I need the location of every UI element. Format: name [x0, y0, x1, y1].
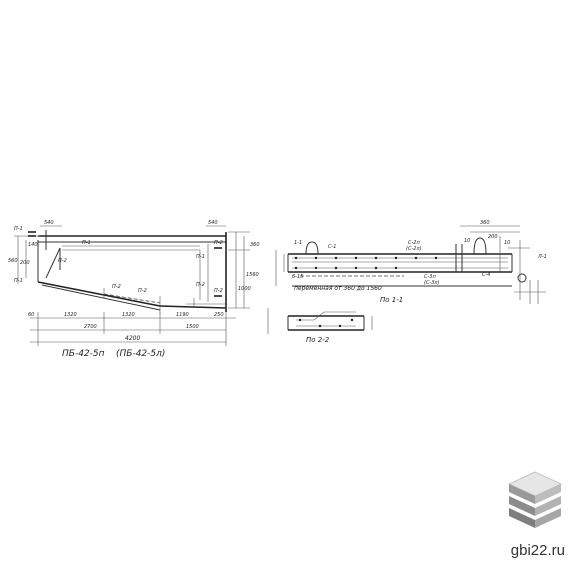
- label-2: П-2: [112, 284, 121, 290]
- right-label-1: С-1: [328, 244, 336, 250]
- right-label-3: (С-2л): [406, 246, 422, 252]
- section-mark-0: П-1: [14, 226, 23, 232]
- dim-right-2: 1560: [246, 272, 259, 278]
- dim-total: 4200: [125, 335, 140, 342]
- dim-right-1: 1000: [238, 286, 251, 292]
- dim-bottom-4: 250: [214, 312, 224, 318]
- right-label-2: С-2п: [408, 240, 420, 246]
- stacked-slabs-icon: [508, 471, 562, 528]
- right-section-mark: Л-1: [537, 254, 547, 260]
- label-0: П-1: [82, 240, 91, 246]
- beam-elevation-view: [14, 225, 250, 346]
- right-label-0: 1-1: [294, 240, 302, 246]
- right-note: переменная от 360 до 1560: [294, 285, 382, 292]
- dim-left-2: 560: [8, 258, 18, 264]
- site-label[interactable]: gbi22.ru: [510, 542, 565, 559]
- label-5: П-1: [196, 254, 205, 260]
- dim-top-0: 540: [44, 220, 54, 226]
- dim-bottom-1: 1320: [64, 312, 77, 318]
- right-label-5: (С-3л): [424, 280, 440, 286]
- label-3: П-2: [138, 288, 147, 294]
- dim-bottom-2: 1320: [122, 312, 135, 318]
- reinforcement-view: [267, 225, 546, 334]
- dim-bottom-3: 1190: [176, 312, 189, 318]
- right-label-7: 6-15: [292, 274, 303, 280]
- reinforcement-labels: По 1-1 По 2-2 переменная от 360 до 1560 …: [292, 220, 547, 344]
- left-caption-alt: (ПБ-42-5л): [116, 349, 165, 359]
- dim-right-0: 360: [250, 242, 260, 248]
- rebar-dots: [294, 256, 438, 328]
- right-dim-top-0: 360: [480, 220, 490, 226]
- right-dim-top-1: 200: [488, 234, 498, 240]
- right-label-6: С-4: [482, 272, 490, 278]
- dim-bottom2-1: 1500: [186, 324, 199, 330]
- left-caption: ПБ-42-5п: [62, 349, 105, 359]
- right-caption-2: По 2-2: [306, 336, 330, 344]
- right-dim-top-2: 10: [464, 238, 470, 244]
- dim-bottom2-0: 2700: [84, 324, 97, 330]
- section-mark-3: П-2: [214, 288, 223, 294]
- label-4: П-2: [196, 282, 205, 288]
- label-1: П-2: [58, 258, 67, 264]
- dim-left-0: 140: [28, 242, 38, 248]
- dim-bottom-0: 60: [28, 312, 34, 318]
- dim-left-1: 200: [20, 260, 30, 266]
- beam-elevation-labels: ПБ-42-5п (ПБ-42-5л) 4200 60 1320 1320 11…: [8, 220, 260, 359]
- right-label-4: С-3п: [424, 274, 436, 280]
- dim-top-1: 540: [208, 220, 218, 226]
- right-dim-top-3: 10: [504, 240, 510, 246]
- right-caption-1: По 1-1: [380, 296, 403, 304]
- section-mark-1: П-1: [14, 278, 23, 284]
- section-mark-2: П-2: [214, 240, 223, 246]
